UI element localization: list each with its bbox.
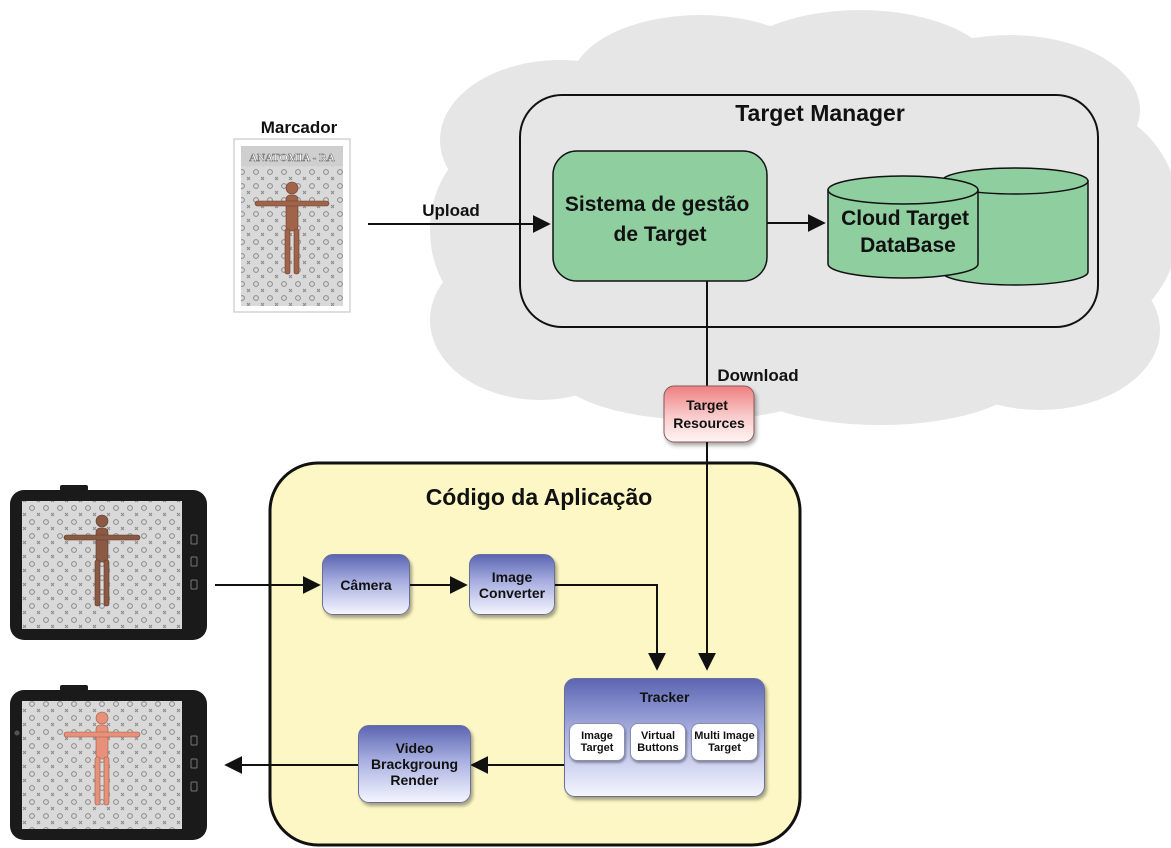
image-converter-box: Image Converter [469,554,555,615]
tracker-image-target-item: Image Target [569,723,625,761]
input-tablet-image [10,485,207,640]
upload-label: Upload [422,201,480,220]
system-label-line1: Sistema de gestão [565,193,749,216]
camera-label: Câmera [340,576,392,593]
poster-title: ANATOMIA - RA [249,152,335,164]
svg-text:Target Resources: Target Resources [673,397,745,431]
video-render-line1: Video [395,740,434,756]
target-manager-title: Target Manager [735,100,905,126]
target-resources-box [663,385,755,443]
tracker-title: Tracker [639,689,690,705]
marker-label: Marcador [261,118,338,137]
image-converter-line2: Converter [478,584,546,601]
application-title: Código da Aplicação [426,484,653,510]
cloud-database-icon [827,167,1089,286]
video-render-box: Video Brackgroung Render [358,725,471,803]
camera-box: Câmera [322,554,410,615]
database-label-line2: DataBase [860,234,956,257]
image-converter-line1: Image [491,568,533,585]
target-resources-line1: Target [686,397,728,413]
svg-text:Sistema de gestão de Targe: Sistema de gestão de Target [565,193,755,246]
target-manager-container [519,94,1099,328]
converter-to-tracker-arrow [554,584,666,671]
output-tablet-image [10,685,207,840]
tracker-virtual-buttons-item: Virtual Buttons [630,723,686,761]
tracker-multi-image-target-item: Multi Image Target [691,723,758,761]
video-render-line3: Render [390,772,439,788]
target-resources-line2: Resources [673,415,745,431]
download-label: Download [717,366,798,385]
system-label-line2: de Target [614,223,707,246]
svg-text:Cloud Target DataBase: Cloud Target DataBase [841,207,975,257]
database-label-line1: Cloud Target [841,207,969,230]
target-management-system-box [552,150,768,282]
marker-poster-image: ANATOMIA - RA [233,138,351,313]
video-render-line2: Brackgroung [370,756,459,772]
